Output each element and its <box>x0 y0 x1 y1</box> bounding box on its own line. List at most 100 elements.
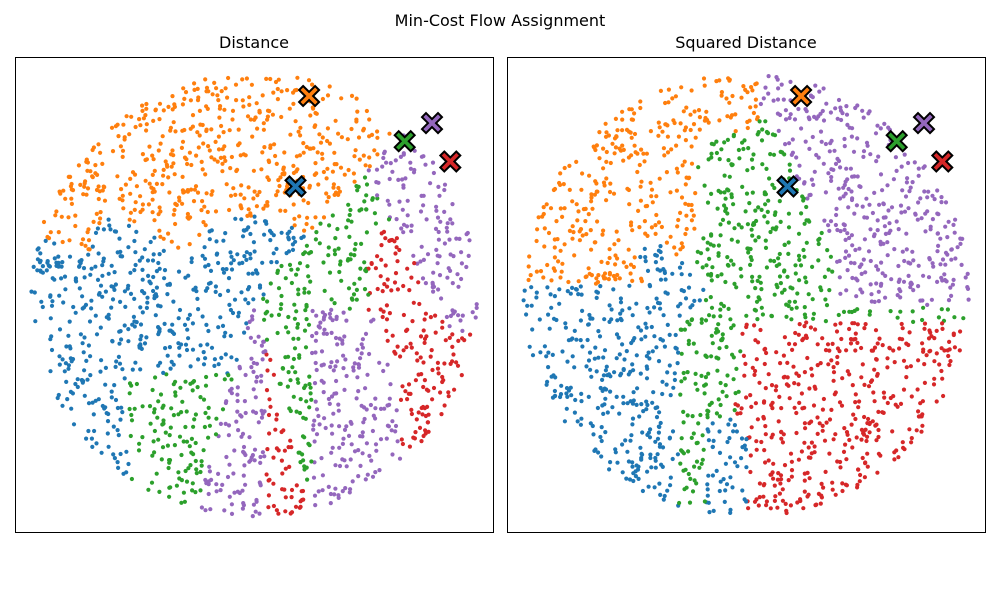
scatter-point-purple <box>224 399 229 404</box>
scatter-point-orange <box>191 199 197 204</box>
scatter-point-purple <box>322 416 327 421</box>
scatter-point-blue <box>629 433 634 438</box>
scatter-point-blue <box>165 292 170 297</box>
scatter-point-purple <box>355 347 360 352</box>
scatter-point-green <box>297 261 303 266</box>
scatter-point-green <box>362 199 367 204</box>
scatter-point-red <box>274 412 279 417</box>
scatter-point-purple <box>854 203 860 208</box>
scatter-point-blue <box>717 450 723 455</box>
scatter-point-blue <box>612 370 617 375</box>
scatter-point-red <box>817 421 822 426</box>
scatter-point-orange <box>210 189 215 194</box>
scatter-point-purple <box>438 219 443 224</box>
scatter-point-purple <box>437 254 442 259</box>
scatter-point-orange <box>321 215 327 220</box>
scatter-point-purple <box>423 162 428 167</box>
scatter-point-purple <box>331 368 336 373</box>
scatter-point-orange <box>592 192 598 197</box>
scatter-point-green <box>717 157 722 162</box>
scatter-point-blue <box>743 447 749 452</box>
scatter-point-green <box>686 449 691 454</box>
scatter-point-red <box>266 493 271 498</box>
scatter-point-orange <box>666 100 671 105</box>
scatter-point-blue <box>32 290 37 295</box>
scatter-point-orange <box>128 210 133 215</box>
scatter-point-green <box>867 312 872 317</box>
scatter-point-red <box>874 438 879 443</box>
scatter-point-orange <box>127 132 132 137</box>
scatter-point-orange <box>728 115 733 120</box>
scatter-point-blue <box>101 227 106 232</box>
scatter-point-orange <box>603 276 608 281</box>
scatter-point-orange <box>102 185 107 190</box>
scatter-point-blue <box>106 444 111 449</box>
scatter-point-blue <box>557 287 562 292</box>
scatter-point-blue <box>189 256 194 261</box>
scatter-point-purple <box>817 89 822 94</box>
scatter-point-red <box>440 325 445 330</box>
scatter-point-blue <box>625 401 630 406</box>
scatter-point-purple <box>853 276 859 281</box>
scatter-point-blue <box>132 296 137 301</box>
scatter-point-blue <box>57 354 62 359</box>
scatter-point-red <box>398 397 404 402</box>
scatter-point-orange <box>120 148 126 153</box>
scatter-point-blue <box>614 356 619 361</box>
scatter-point-orange <box>674 166 680 171</box>
scatter-point-orange <box>613 253 618 258</box>
scatter-point-purple <box>330 431 335 436</box>
scatter-point-orange <box>325 166 330 171</box>
scatter-point-purple <box>321 331 326 336</box>
scatter-point-orange <box>602 183 607 188</box>
scatter-point-green <box>763 245 769 250</box>
center-marker-blue <box>284 174 307 198</box>
scatter-point-red <box>818 361 823 366</box>
scatter-point-red <box>853 331 858 336</box>
scatter-point-red <box>890 429 895 434</box>
scatter-point-green <box>841 309 847 314</box>
scatter-point-red <box>924 353 929 358</box>
scatter-point-blue <box>680 261 685 266</box>
scatter-point-blue <box>672 371 677 376</box>
scatter-point-purple <box>382 406 387 411</box>
scatter-point-green <box>172 443 177 448</box>
scatter-point-purple <box>850 174 855 179</box>
scatter-point-blue <box>619 371 624 376</box>
scatter-point-orange <box>684 226 689 232</box>
scatter-point-red <box>909 394 914 399</box>
scatter-point-green <box>301 415 306 420</box>
scatter-point-purple <box>397 456 403 461</box>
scatter-point-orange <box>604 130 609 135</box>
scatter-point-purple <box>894 168 899 173</box>
scatter-point-green <box>688 476 693 481</box>
scatter-point-red <box>946 353 951 359</box>
scatter-point-purple <box>335 359 340 364</box>
scatter-point-green <box>140 404 145 409</box>
scatter-point-green <box>759 287 764 292</box>
scatter-point-red <box>907 330 912 335</box>
scatter-point-green <box>795 291 800 296</box>
scatter-point-green <box>772 133 778 138</box>
scatter-point-blue <box>156 325 161 330</box>
scatter-point-red <box>784 382 790 387</box>
scatter-point-blue <box>570 354 575 359</box>
scatter-point-blue <box>671 385 676 390</box>
scatter-point-blue <box>640 488 646 494</box>
scatter-point-blue <box>100 403 105 409</box>
scatter-point-blue <box>140 310 145 315</box>
scatter-point-blue <box>726 422 731 427</box>
scatter-point-orange <box>204 85 210 90</box>
scatter-point-red <box>815 431 820 436</box>
scatter-point-purple <box>930 261 935 266</box>
scatter-point-blue <box>677 265 683 270</box>
scatter-point-green <box>753 208 758 213</box>
scatter-point-green <box>308 385 313 390</box>
scatter-point-purple <box>916 200 921 205</box>
scatter-point-green <box>718 222 723 227</box>
scatter-point-blue <box>237 261 242 266</box>
scatter-point-purple <box>874 264 879 269</box>
scatter-point-purple <box>359 351 364 356</box>
scatter-point-purple <box>252 339 257 344</box>
scatter-point-green <box>751 221 756 226</box>
